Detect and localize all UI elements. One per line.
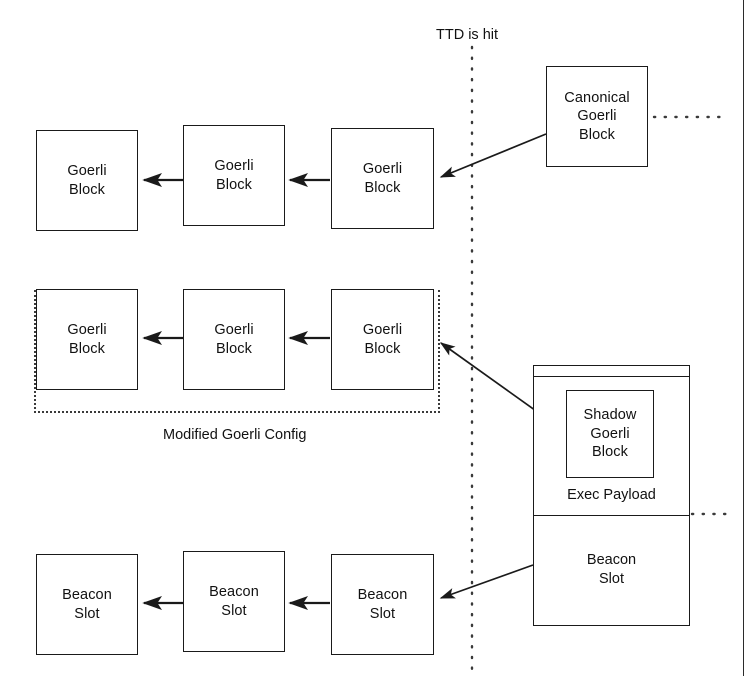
beacon-slot-r3-b3[interactable]: Beacon Slot xyxy=(331,554,434,655)
arrow-beacon-slot-to-beacon-b3 xyxy=(439,564,534,599)
beacon-slot-container[interactable]: Shadow Goerli Block Exec Payload Beacon … xyxy=(533,365,690,626)
goerli-block-r2-b2-line1: Goerli xyxy=(214,321,254,338)
canonical-goerli-block-line3: Block xyxy=(579,126,615,143)
beacon-slot-section: Beacon Slot xyxy=(534,515,689,625)
beacon-slot-r3-b1-line1: Beacon xyxy=(62,586,112,603)
goerli-block-r2-b1[interactable]: Goerli Block xyxy=(36,289,138,390)
beacon-slot-r3-b1[interactable]: Beacon Slot xyxy=(36,554,138,655)
exec-payload-section: Shadow Goerli Block Exec Payload xyxy=(534,377,689,515)
beacon-slot-r3-b3-line1: Beacon xyxy=(357,586,408,603)
shadow-goerli-block-line3: Block xyxy=(592,444,628,461)
goerli-block-r2-b1-line1: Goerli xyxy=(67,321,107,338)
goerli-block-r1-b1-line1: Goerli xyxy=(67,162,107,179)
container-top-strip xyxy=(534,366,689,377)
exec-payload-label: Exec Payload xyxy=(567,487,656,503)
beacon-slot-r3-b3-line2: Slot xyxy=(369,605,396,622)
goerli-block-r1-b2[interactable]: Goerli Block xyxy=(183,125,285,226)
modified-goerli-config-label: Modified Goerli Config xyxy=(163,427,307,443)
goerli-block-r1-b3[interactable]: Goerli Block xyxy=(331,128,434,229)
goerli-block-r2-b2-line2: Block xyxy=(216,340,252,357)
shadow-goerli-block-line1: Shadow xyxy=(583,407,637,424)
goerli-block-r1-b1-line2: Block xyxy=(69,181,105,198)
goerli-block-r2-b3-line1: Goerli xyxy=(362,321,403,338)
shadow-goerli-block[interactable]: Shadow Goerli Block xyxy=(566,390,654,478)
beacon-slot-container-line2: Slot xyxy=(599,571,624,587)
goerli-block-r2-b2[interactable]: Goerli Block xyxy=(183,289,285,390)
goerli-block-r1-b3-line2: Block xyxy=(364,179,401,196)
beacon-slot-r3-b2-line1: Beacon xyxy=(209,583,259,600)
ttd-is-hit-label: TTD is hit xyxy=(436,27,499,43)
beacon-slot-r3-b2[interactable]: Beacon Slot xyxy=(183,551,285,652)
beacon-slot-container-line1: Beacon xyxy=(586,552,637,569)
page-right-border xyxy=(743,0,744,676)
arrow-canonical-to-goerli-r1-b3 xyxy=(439,133,547,178)
modified-goerli-config-region xyxy=(34,290,440,413)
goerli-block-r2-b3-line2: Block xyxy=(364,340,401,357)
goerli-block-r2-b1-line2: Block xyxy=(69,340,105,357)
goerli-block-r2-b3[interactable]: Goerli Block xyxy=(331,289,434,390)
goerli-block-r1-b1[interactable]: Goerli Block xyxy=(36,130,138,231)
canonical-goerli-block-line1: Canonical xyxy=(564,89,630,106)
exec-payload-beacon-divider xyxy=(534,515,689,516)
canonical-goerli-block[interactable]: Canonical Goerli Block xyxy=(546,66,648,167)
goerli-block-r1-b2-line1: Goerli xyxy=(214,157,254,174)
goerli-block-r1-b2-line2: Block xyxy=(216,176,252,193)
beacon-slot-r3-b2-line2: Slot xyxy=(221,602,247,619)
shadow-goerli-block-line2: Goerli xyxy=(590,425,630,442)
canonical-goerli-block-line2: Goerli xyxy=(577,108,617,125)
goerli-block-r1-b3-line1: Goerli xyxy=(362,160,403,177)
beacon-slot-r3-b1-line2: Slot xyxy=(74,605,100,622)
